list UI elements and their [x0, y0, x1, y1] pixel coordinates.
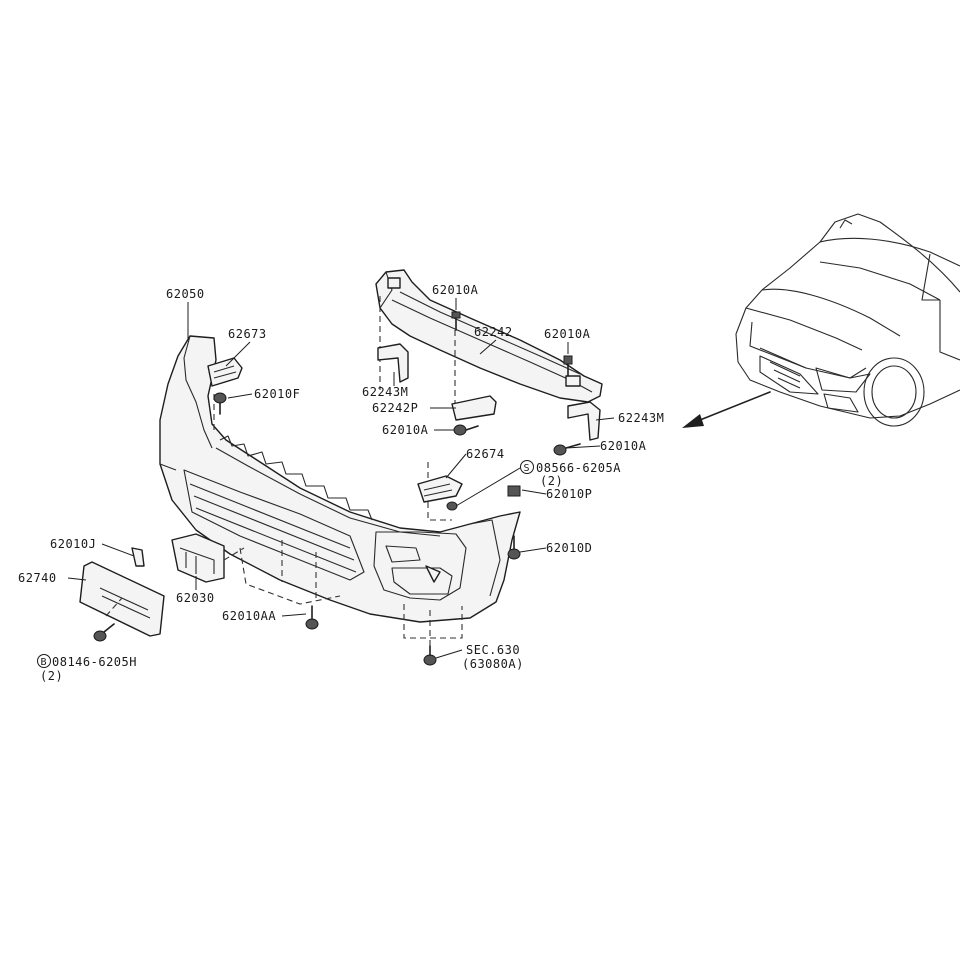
fasteners: [93, 311, 581, 666]
label-sec630-ref: (63080A): [462, 657, 524, 671]
label-62030: 62030: [176, 591, 215, 605]
bumper-fascia: [159, 335, 521, 646]
label-62740: 62740: [18, 571, 57, 585]
label-62243M-right: 62243M: [618, 411, 664, 425]
label-62010A-right: 62010A: [544, 327, 591, 341]
label-62243M-left: 62243M: [362, 385, 408, 399]
label-08146-6205H: 08146-6205H: [52, 655, 137, 669]
direction-arrow: [682, 391, 771, 428]
license-plate-bracket: [79, 547, 165, 637]
label-62673: 62673: [228, 327, 267, 341]
side-retainer-left: [207, 357, 243, 387]
leader-lines: [67, 298, 615, 659]
label-62242: 62242: [474, 325, 513, 339]
label-62010A-lower: 62010A: [600, 439, 647, 453]
vehicle-sketch: [735, 213, 960, 427]
label-62010D: 62010D: [546, 541, 592, 555]
label-62010AA: 62010AA: [222, 609, 276, 623]
side-retainer-right: [417, 475, 463, 503]
screw-symbol-icon: [520, 460, 534, 474]
bolt-symbol-letter: B: [41, 657, 47, 668]
label-08566-qty: (2): [540, 474, 563, 488]
label-62242P: 62242P: [372, 401, 418, 415]
label-08146-qty: (2): [40, 669, 63, 683]
label-62050: 62050: [166, 287, 205, 301]
screw-symbol-letter: S: [524, 463, 530, 474]
brackets: [377, 343, 601, 441]
label-sec630: SEC.630: [466, 643, 520, 657]
label-62010P: 62010P: [546, 487, 592, 501]
grille-insert: [171, 533, 245, 583]
label-62010A-left: 62010A: [382, 423, 429, 437]
label-62674: 62674: [466, 447, 505, 461]
reinforcement-bar: [375, 269, 603, 420]
label-62010F: 62010F: [254, 387, 300, 401]
part-labels: 62050 62673 62010F 62010A 62242 62010A 6…: [18, 283, 664, 683]
label-62010A-top: 62010A: [432, 283, 479, 297]
label-08566-6205A: 08566-6205A: [536, 461, 621, 475]
label-62010J: 62010J: [50, 537, 96, 551]
bolt-symbol-icon: [37, 654, 51, 668]
